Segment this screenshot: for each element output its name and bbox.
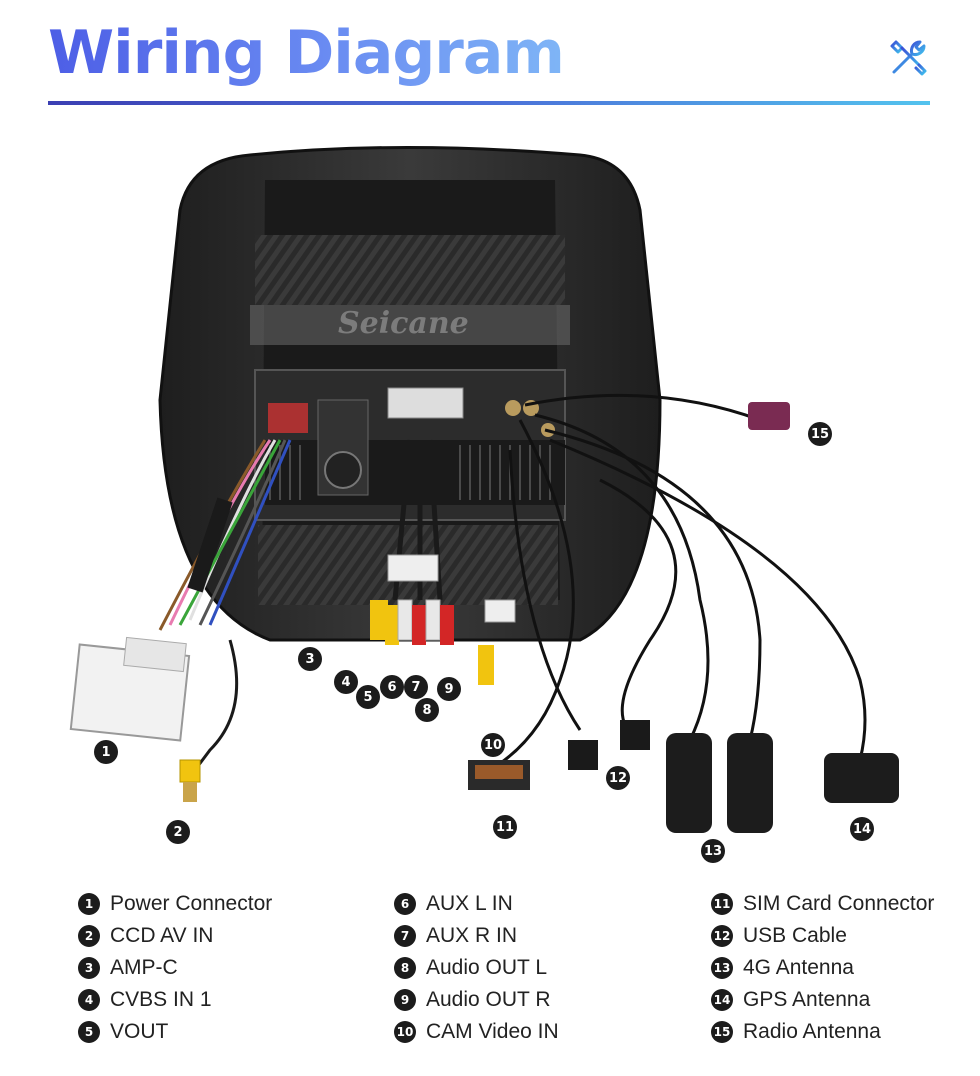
legend-label: CCD AV IN [110, 924, 214, 947]
callout-2: 2 [166, 820, 190, 844]
4g-antennas [666, 733, 773, 833]
power-connector [69, 636, 191, 742]
legend-item: 8 Audio OUT L [394, 952, 559, 984]
legend-item: 6 AUX L IN [394, 888, 559, 920]
legend-label: CAM Video IN [426, 1020, 559, 1043]
legend-item: 15 Radio Antenna [711, 1016, 934, 1048]
legend-number: 6 [394, 893, 416, 915]
callout-10: 10 [481, 733, 505, 757]
legend-label: 4G Antenna [743, 956, 854, 979]
legend-item: 5 VOUT [78, 1016, 272, 1048]
legend-column-3: 11 SIM Card Connector 12 USB Cable 13 4G An… [711, 888, 934, 1048]
legend-column-2: 6 AUX L IN 7 AUX R IN 8 Audio OUT L 9 Audio … [394, 888, 559, 1048]
legend-item: 12 USB Cable [711, 920, 934, 952]
legend-label: AUX R IN [426, 924, 518, 947]
head-unit-photo: Seicane [69, 146, 899, 833]
callout-9: 9 [437, 677, 461, 701]
legend-label: Audio OUT L [426, 956, 548, 979]
legend-label: SIM Card Connector [743, 892, 935, 915]
legend-item: 14 GPS Antenna [711, 984, 934, 1016]
legend-item: 3 AMP-C [78, 952, 272, 984]
callout-13: 13 [701, 839, 725, 863]
rca-cluster [370, 439, 516, 685]
usb-plugs [568, 720, 650, 770]
radio-antenna-plug [748, 402, 790, 430]
legend-number: 14 [711, 989, 733, 1011]
legend-item: 13 4G Antenna [711, 952, 934, 984]
watermark: Seicane [338, 306, 469, 341]
legend-label: Power Connector [110, 892, 273, 915]
ccd-rca-plug [179, 759, 201, 802]
legend-column-1: 1 Power Connector 2 CCD AV IN 3 AMP-C 4 CVBS… [78, 888, 272, 1048]
callout-5: 5 [356, 685, 380, 709]
title-underline [48, 101, 930, 105]
callout-7: 7 [404, 675, 428, 699]
callout-8: 8 [415, 698, 439, 722]
legend-number: 12 [711, 925, 733, 947]
legend-label: Radio Antenna [743, 1020, 881, 1043]
legend-number: 9 [394, 989, 416, 1011]
callout-3: 3 [298, 647, 322, 671]
callout-6: 6 [380, 675, 404, 699]
tools-icon [890, 40, 927, 76]
legend-number: 4 [78, 989, 100, 1011]
legend-label: CVBS IN 1 [110, 988, 212, 1011]
legend-label: Audio OUT R [426, 988, 551, 1011]
legend-item: 9 Audio OUT R [394, 984, 559, 1016]
legend-item: 11 SIM Card Connector [711, 888, 934, 920]
sim-connector [468, 760, 530, 790]
legend-number: 8 [394, 957, 416, 979]
gps-antenna [824, 753, 899, 803]
legend-item: 10 CAM Video IN [394, 1016, 559, 1048]
callout-11: 11 [493, 815, 517, 839]
legend-number: 1 [78, 893, 100, 915]
callout-15: 15 [808, 422, 832, 446]
legend-item: 7 AUX R IN [394, 920, 559, 952]
antenna-cables [489, 393, 867, 772]
legend-item: 4 CVBS IN 1 [78, 984, 272, 1016]
legend-number: 13 [711, 957, 733, 979]
legend-number: 10 [394, 1021, 416, 1043]
legend-label: VOUT [110, 1020, 169, 1043]
callout-1: 1 [94, 740, 118, 764]
legend-number: 5 [78, 1021, 100, 1043]
legend-item: 2 CCD AV IN [78, 920, 272, 952]
legend-number: 3 [78, 957, 100, 979]
legend-number: 15 [711, 1021, 733, 1043]
callout-4: 4 [334, 670, 358, 694]
callout-12: 12 [606, 766, 630, 790]
legend-label: GPS Antenna [743, 988, 871, 1011]
legend-label: AMP-C [110, 956, 178, 979]
legend-number: 11 [711, 893, 733, 915]
harness-wires [158, 439, 292, 631]
callout-14: 14 [850, 817, 874, 841]
legend: 1 Power Connector 2 CCD AV IN 3 AMP-C 4 CVBS… [0, 888, 980, 1058]
legend-label: AUX L IN [426, 892, 513, 915]
legend-number: 2 [78, 925, 100, 947]
legend-item: 1 Power Connector [78, 888, 272, 920]
page-title: Wiring Diagram [48, 14, 565, 92]
legend-label: USB Cable [743, 924, 847, 947]
legend-number: 7 [394, 925, 416, 947]
